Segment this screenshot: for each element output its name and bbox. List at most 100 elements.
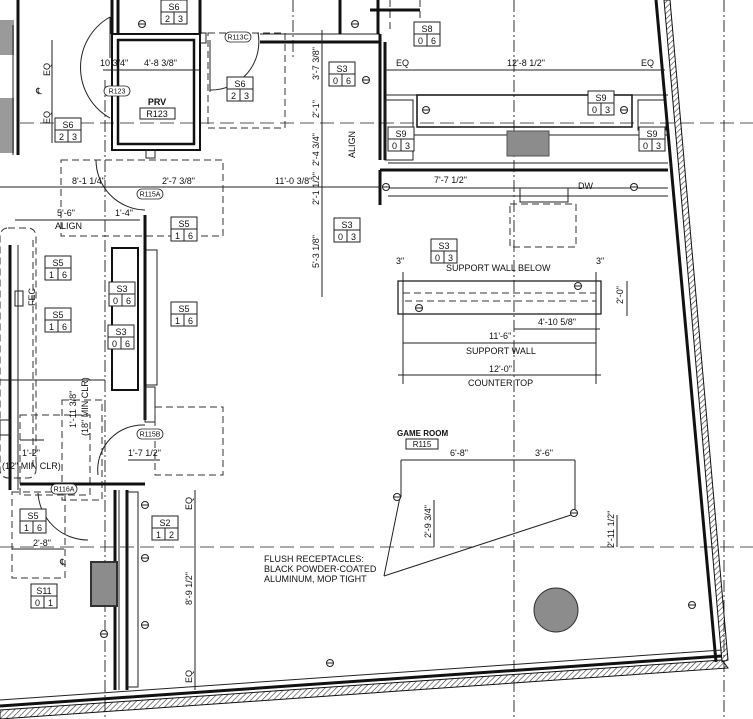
tag-code: S5 bbox=[178, 304, 189, 314]
tag-code: S9 bbox=[395, 129, 406, 139]
tag-value-a: 1 bbox=[175, 231, 180, 241]
tag-value-a: 2 bbox=[165, 14, 170, 24]
door-tag-label: R116A bbox=[54, 487, 75, 494]
tag-value-a: 0 bbox=[592, 105, 597, 115]
tag-value-a: 0 bbox=[392, 141, 397, 151]
tag-value-b: 2 bbox=[169, 530, 174, 540]
room-name-prv: PRV bbox=[148, 97, 166, 107]
receptacle-icon bbox=[415, 304, 423, 312]
tag-value-a: 1 bbox=[156, 530, 161, 540]
door-tag: R115A bbox=[136, 188, 164, 200]
tag-code: S5 bbox=[52, 258, 63, 268]
dimension-lines bbox=[0, 30, 668, 690]
tag-code: S6 bbox=[168, 2, 179, 12]
receptacle-icon bbox=[393, 493, 401, 501]
tag-code: S3 bbox=[116, 284, 127, 294]
room-number-game-room: R115 bbox=[413, 440, 432, 449]
receptacle-icon bbox=[138, 20, 146, 28]
door-tag-label: R115B bbox=[140, 432, 161, 439]
dim-label: 1'-7 1/2" bbox=[128, 448, 161, 458]
door-tag: R123 bbox=[103, 85, 131, 97]
support-wall-note: SUPPORT WALL bbox=[466, 346, 536, 356]
dim-label: 2'-1 1/2" bbox=[311, 172, 321, 205]
tag-value-b: 6 bbox=[125, 339, 130, 349]
receptacle-icon bbox=[574, 282, 582, 290]
tag-value-b: 3 bbox=[351, 232, 356, 242]
dim-label: EQ bbox=[641, 58, 654, 68]
door-tag-label: R113C bbox=[227, 35, 248, 42]
counter-top-note: COUNTER TOP bbox=[468, 378, 533, 388]
island-counter bbox=[397, 280, 602, 315]
floor-drain bbox=[533, 587, 579, 633]
tag-code: S8 bbox=[421, 24, 432, 34]
tag-value-b: 3 bbox=[405, 141, 410, 151]
tag-value-b: 6 bbox=[62, 322, 67, 332]
dim-label: 2'-7 3/8" bbox=[162, 176, 195, 186]
tag-value-b: 3 bbox=[448, 253, 453, 263]
dim-label: 2'-1" bbox=[311, 100, 321, 118]
tag-value-b: 6 bbox=[188, 231, 193, 241]
dim-label: 2'-4 3/4" bbox=[311, 133, 321, 166]
tag-value-b: 3 bbox=[72, 132, 77, 142]
tag-code: S5 bbox=[178, 219, 189, 229]
dim-label: 2'-8" bbox=[33, 538, 51, 548]
centerline-mark: ℄ bbox=[35, 86, 42, 96]
dim-label: 4'-10 5/8" bbox=[538, 317, 576, 327]
tag-code: S5 bbox=[27, 511, 38, 521]
receptacle-icon bbox=[570, 509, 578, 517]
receptacle-icon bbox=[382, 183, 390, 191]
receptacle-icon bbox=[141, 554, 149, 562]
receptacle-icon bbox=[620, 106, 628, 114]
dim-label: 3'-7 3/8" bbox=[311, 47, 321, 80]
tag-value-b: 6 bbox=[126, 296, 131, 306]
dim-label: 8'-9 1/2" bbox=[184, 572, 194, 605]
tag-value-b: 3 bbox=[244, 91, 249, 101]
notes: ALIGN ALIGN DW SUPPORT WALL BELOW SUPPOR… bbox=[27, 86, 593, 584]
tag-value-b: 6 bbox=[188, 316, 193, 326]
receptacles bbox=[100, 20, 696, 667]
dim-label: 4'-8 3/8" bbox=[144, 58, 177, 68]
flush-receptacles-note: FLUSH RECEPTACLES: bbox=[264, 554, 364, 564]
dim-label: 3'-6" bbox=[535, 448, 553, 458]
receptacle-icon bbox=[630, 183, 638, 191]
dim-label: 1'-2" bbox=[22, 448, 40, 458]
dim-label: 12'-8 1/2" bbox=[507, 58, 545, 68]
dim-label: 1'-4" bbox=[115, 208, 133, 218]
flush-receptacles-note: ALUMINUM, MOP TIGHT bbox=[264, 574, 367, 584]
tag-value-a: 2 bbox=[59, 132, 64, 142]
dim-label: 5'-6" bbox=[57, 208, 75, 218]
receptacle-icon bbox=[688, 601, 696, 609]
dimension-labels: 10 3/4" 4'-8 3/8" EQ EQ 8'-1 1/4" 2'-7 3… bbox=[2, 47, 654, 683]
flush-receptacles-note: BLACK POWDER-COATED bbox=[264, 564, 377, 574]
tag-value-a: 2 bbox=[231, 91, 236, 101]
tag-value-a: 0 bbox=[35, 598, 40, 608]
tag-value-a: 0 bbox=[643, 141, 648, 151]
door-tag: R113C bbox=[224, 31, 252, 43]
dim-label: 7'-7 1/2" bbox=[434, 175, 467, 185]
tag-value-a: 0 bbox=[113, 296, 118, 306]
tag-value-a: 0 bbox=[112, 339, 117, 349]
exterior-walls bbox=[0, 0, 729, 719]
receptacle-icon bbox=[422, 106, 430, 114]
dim-label: 1'-11 3/8" bbox=[68, 391, 78, 428]
tag-value-b: 6 bbox=[346, 76, 351, 86]
dim-label: EQ bbox=[184, 497, 194, 510]
dim-label: 3" bbox=[396, 256, 404, 266]
receptacle-icon bbox=[141, 501, 149, 509]
tag-code: S3 bbox=[336, 64, 347, 74]
dim-label: 2'-0" bbox=[615, 286, 625, 304]
dim-label: 3" bbox=[596, 256, 604, 266]
tag-code: S3 bbox=[115, 327, 126, 337]
